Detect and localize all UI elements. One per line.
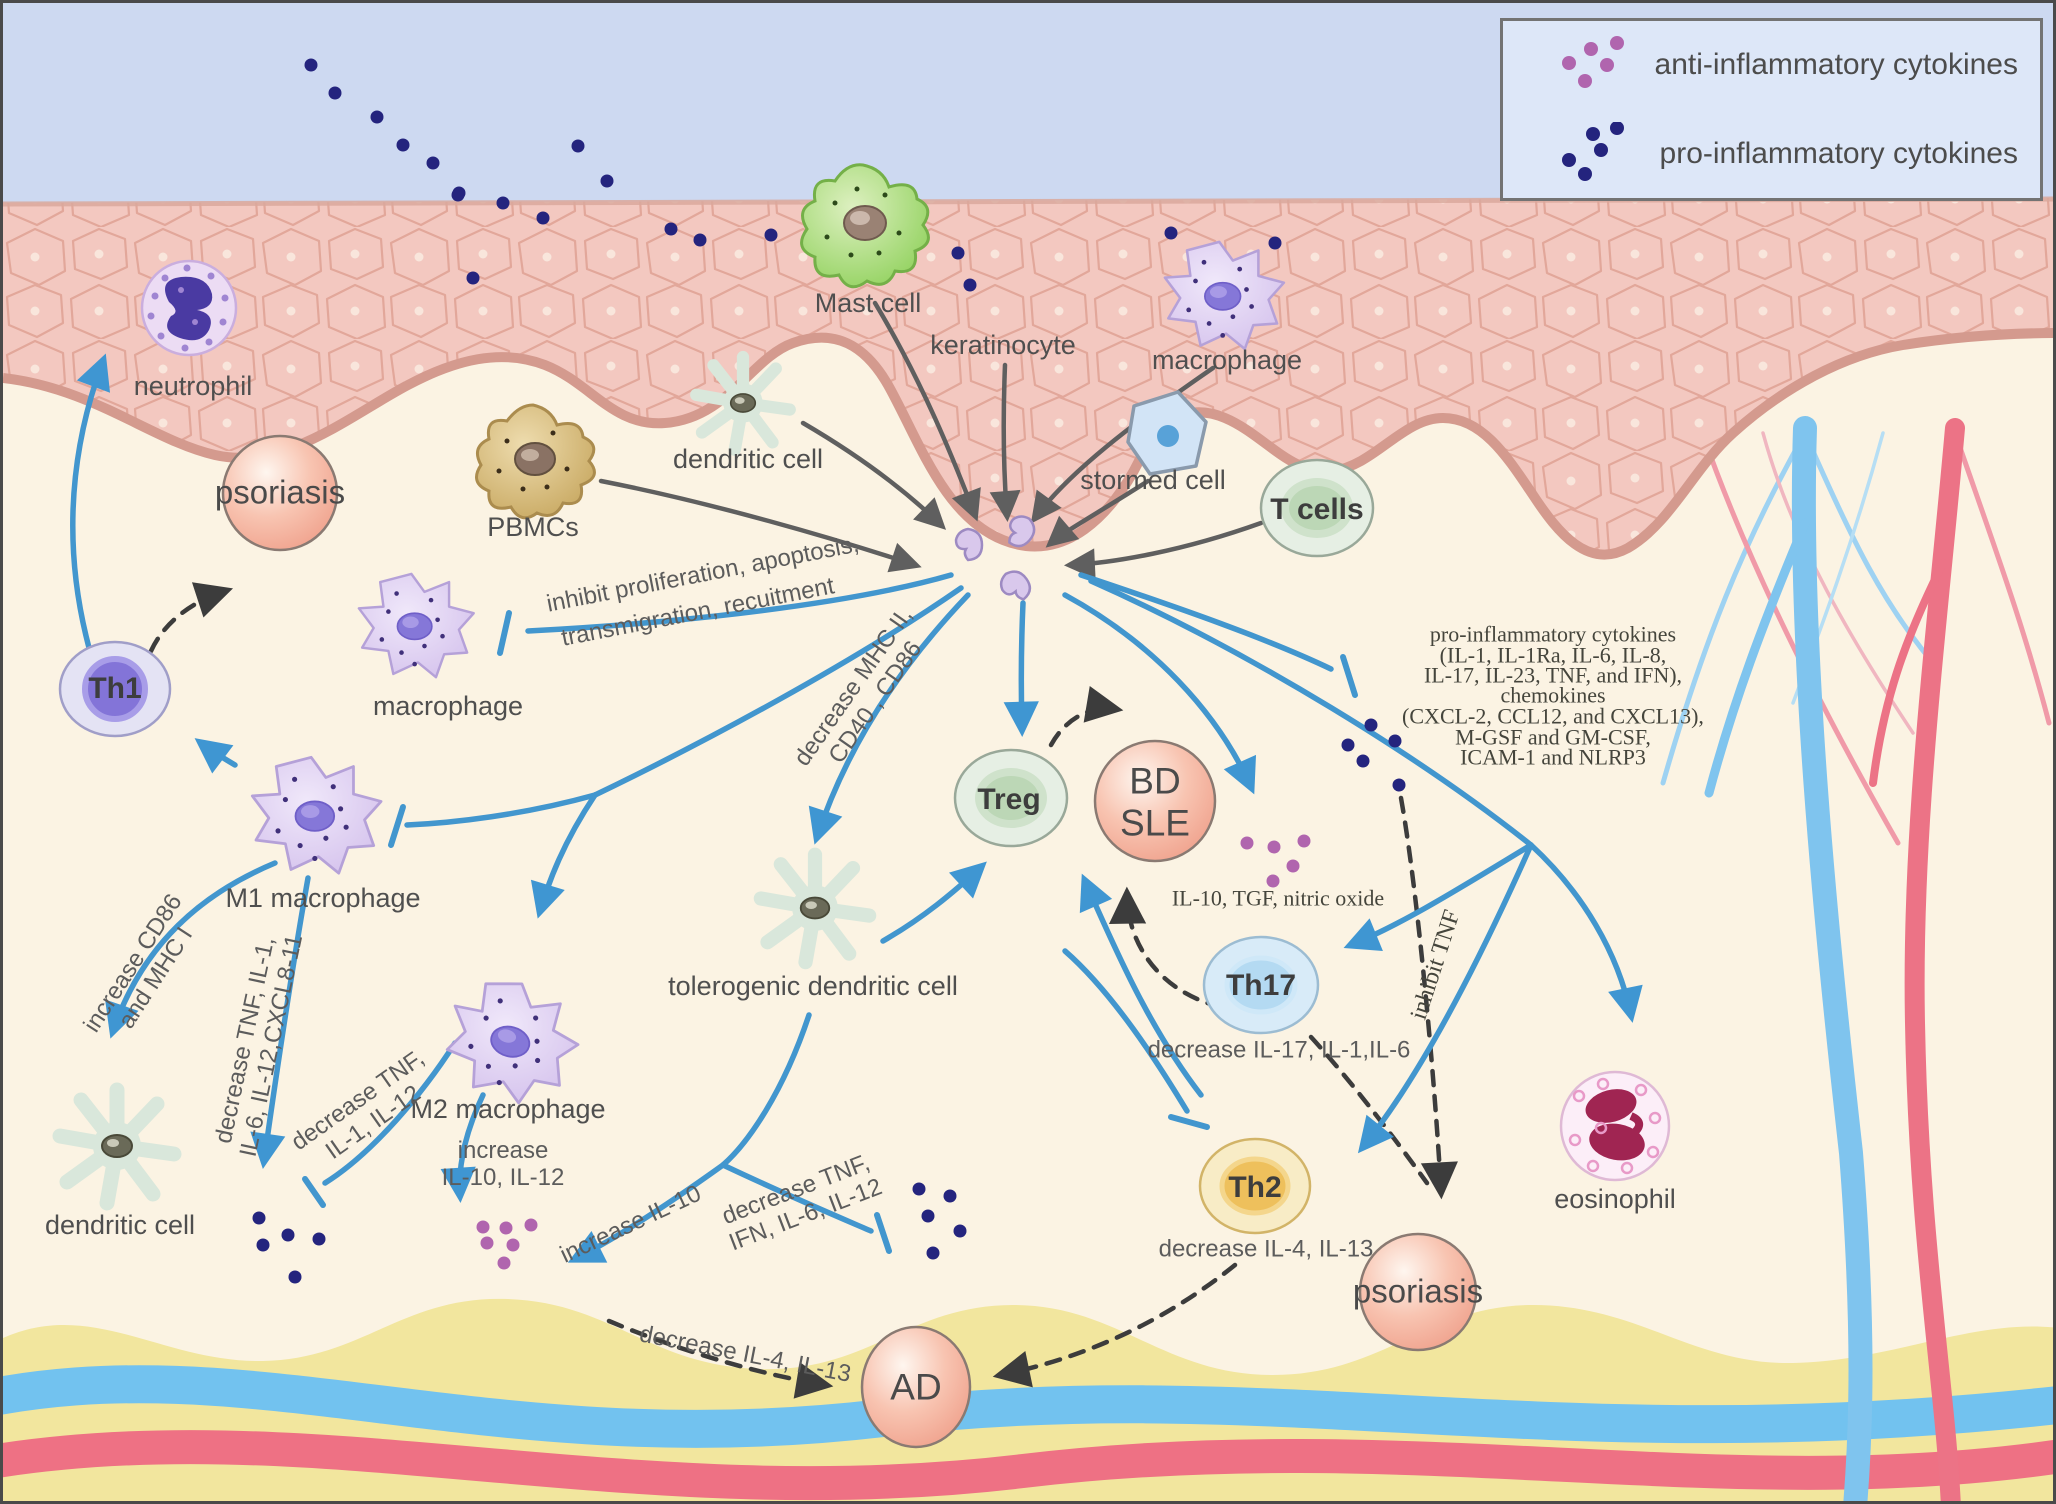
- cytokine-list-line5: (CXCL-2, CCL12, and CXCL13),: [1402, 703, 1704, 729]
- mast-cell-label: Mast cell: [814, 287, 922, 318]
- legend: anti-inflammatory cytokines pro-inflamma…: [1500, 18, 2043, 201]
- neutrophil-label: neutrophil: [133, 370, 253, 401]
- msc-hub-blobs: [954, 515, 1036, 601]
- ad-circle: [860, 1325, 972, 1449]
- recruitment-arrows: [598, 300, 1264, 580]
- bd-label: BD: [1129, 760, 1181, 802]
- pro-inflammatory-dots: [252, 58, 1406, 1284]
- legend-row-pro: pro-inflammatory cytokines: [1503, 110, 2040, 199]
- cytokine-list-line3: IL-17, IL-23, TNF, and IFN),: [1423, 662, 1683, 688]
- psoriasis-circle-bottom: [1358, 1232, 1478, 1352]
- legend-row-anti: anti-inflammatory cytokines: [1503, 21, 2040, 110]
- legend-label-pro: pro-inflammatory cytokines: [1659, 136, 2018, 170]
- eosinophil-cell: [1559, 1070, 1671, 1182]
- subcutis-artery-red: [3, 1430, 2053, 1501]
- bd-sle-circle: [1093, 739, 1217, 863]
- m2-macrophage-label: M2 macrophage: [410, 1093, 606, 1124]
- th2-label: Th2: [1228, 1171, 1282, 1205]
- decrease-il4-th2-label: decrease IL-4, IL-13: [1158, 1235, 1374, 1263]
- cytokine-list-line1: pro-inflammatory cytokines: [1429, 621, 1677, 647]
- increase-il10-il12-line1: increase: [457, 1137, 549, 1165]
- epidermis-basement-line: [3, 328, 2053, 560]
- neutrophil-cell: [140, 259, 238, 357]
- pbmcs-cell: [475, 403, 596, 520]
- cytokine-list-line7: ICAM-1 and NLRP3: [1460, 744, 1646, 770]
- psoriasis-top-label: psoriasis: [214, 473, 346, 511]
- th1-cell: [58, 640, 172, 738]
- blood-vessel-tree: [1660, 416, 2052, 1501]
- il10-tgf-label: IL-10, TGF, nitric oxide: [1171, 885, 1385, 911]
- effect-arrows: [70, 353, 1643, 1263]
- th1-label: Th1: [88, 672, 142, 706]
- legend-label-anti: anti-inflammatory cytokines: [1654, 48, 2018, 82]
- psoriasis-circle-top: [221, 434, 339, 552]
- dendritic-cell-bottom-label: dendritic cell: [44, 1209, 196, 1240]
- increase-il10-il12-line2: IL-10, IL-12: [441, 1164, 565, 1191]
- cytokine-list-line6: M-GSF and GM-CSF,: [1455, 724, 1651, 750]
- stormed-cell: [1126, 390, 1208, 476]
- treg-label: Treg: [977, 783, 1041, 817]
- diagram-canvas: [3, 3, 2053, 1501]
- th17-cell: [1202, 935, 1320, 1035]
- macrophage-dermis-label: macrophage: [372, 690, 524, 721]
- t-cells: [1259, 458, 1375, 558]
- mast-cell: [800, 163, 930, 289]
- anti-inflammatory-dots-icon: [1562, 36, 1624, 89]
- stormed-cell-label: stormed cell: [1080, 464, 1226, 495]
- t-cells-label: T cells: [1270, 493, 1364, 527]
- dendritic-cell-epidermis-label: dendritic cell: [672, 443, 824, 474]
- dashed-arrows: [148, 582, 1458, 1399]
- cytokine-list-line4: chemokines: [1500, 682, 1606, 708]
- increase-il10-il12-label: increase IL-10, IL-12: [441, 1137, 565, 1192]
- anti-inflammatory-dots: [476, 834, 1311, 1270]
- treg-cell: [953, 748, 1069, 848]
- tolerogenic-dendritic-cell-label: tolerogenic dendritic cell: [668, 970, 958, 1001]
- th17-label: Th17: [1225, 969, 1297, 1003]
- cytokine-list-line2: (IL-1, IL-1Ra, IL-6, IL-8,: [1439, 642, 1667, 668]
- decrease-il17-label: decrease IL-17, IL-1,IL-6: [1147, 1036, 1411, 1064]
- epidermis-layer: [3, 198, 2053, 555]
- th2-cell: [1198, 1137, 1312, 1235]
- pbmcs-label: PBMCs: [487, 511, 579, 542]
- m1-macrophage-label: M1 macrophage: [225, 882, 421, 913]
- macrophage-epidermis-label: macrophage: [1151, 344, 1303, 375]
- psoriasis-bottom-label: psoriasis: [1352, 1272, 1484, 1310]
- ad-label: AD: [890, 1366, 942, 1408]
- pro-inflammatory-dots-icon: [1562, 121, 1624, 181]
- keratinocyte-label: keratinocyte: [930, 329, 1076, 360]
- eosinophil-label: eosinophil: [1554, 1183, 1676, 1214]
- sle-label: SLE: [1120, 802, 1190, 844]
